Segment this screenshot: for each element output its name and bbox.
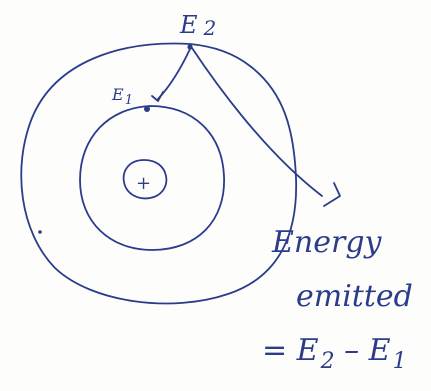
label-e1: E1 bbox=[111, 85, 133, 108]
emission-arrowhead bbox=[323, 182, 341, 207]
outer-orbit-mark bbox=[38, 230, 42, 234]
nucleus-circle bbox=[122, 159, 168, 200]
label-e1-sub: 1 bbox=[125, 93, 133, 108]
emission-arrow bbox=[191, 47, 323, 197]
energy-label-line1: Energy bbox=[271, 225, 383, 260]
eq-mid: – E bbox=[335, 333, 391, 368]
energy-equation: = E2 – E1 bbox=[262, 333, 407, 374]
label-e2-main: E bbox=[179, 11, 198, 39]
label-e2-sub: 2 bbox=[203, 16, 217, 40]
middle-orbit bbox=[79, 105, 225, 251]
outer-orbit bbox=[20, 42, 298, 305]
eq-lhs: = E bbox=[262, 333, 319, 368]
eq-sub-b: 1 bbox=[393, 349, 407, 374]
eq-sub-a: 2 bbox=[320, 349, 335, 374]
nucleus-plus: + bbox=[136, 173, 151, 194]
label-e1-main: E bbox=[111, 85, 124, 104]
energy-label-line2: emitted bbox=[296, 279, 413, 314]
electron-e1 bbox=[144, 106, 150, 112]
transition-arrowhead bbox=[151, 91, 164, 102]
